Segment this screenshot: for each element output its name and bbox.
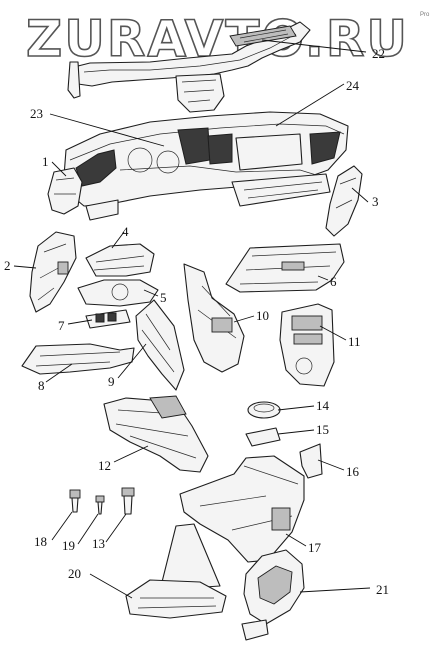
part-12-console-side	[103, 395, 209, 473]
callout-19: 19	[62, 538, 75, 553]
callout-labels: 22 24 23 1 2 3 4 5 6 7 8 9 10 11 12 14 1…	[4, 46, 389, 597]
part-20-shift-boot	[125, 523, 227, 619]
callout-13: 13	[92, 536, 105, 551]
callout-22: 22	[372, 46, 385, 61]
callout-5: 5	[160, 290, 167, 305]
part-16-bracket	[299, 443, 323, 479]
watermark-text: ZURAVTO.RU	[26, 10, 409, 68]
callout-18: 18	[34, 534, 47, 549]
corner-mark: Pro	[420, 12, 430, 18]
callout-15: 15	[316, 422, 329, 437]
part-11-radio-bezel	[279, 303, 335, 387]
callout-17: 17	[308, 540, 322, 555]
part-13-fastener	[121, 487, 135, 515]
callout-1: 1	[42, 154, 49, 169]
part-3-right-side-panel	[325, 165, 363, 237]
part-14-cup-ring	[247, 401, 281, 419]
part-17-center-console	[179, 455, 305, 563]
part-22-crossmember	[67, 21, 311, 113]
callout-16: 16	[346, 464, 360, 479]
part-7-switch-panel	[85, 309, 131, 329]
part-23-24-instrument-panel	[63, 111, 349, 207]
part-10-center-stack	[183, 263, 245, 373]
part-8-lower-trim	[21, 343, 135, 375]
callout-8: 8	[38, 378, 45, 393]
part-18-fastener	[69, 489, 81, 513]
part-4-5-column-shroud	[77, 243, 159, 307]
part-9-knee-panel	[135, 299, 185, 391]
callout-21: 21	[376, 582, 389, 597]
callout-11: 11	[348, 334, 361, 349]
part-19-fastener	[95, 495, 105, 515]
callout-23: 23	[30, 106, 43, 121]
part-6-glove-box	[225, 243, 345, 293]
part-21-shift-knob-bezel	[241, 549, 305, 641]
callout-3: 3	[372, 194, 379, 209]
callout-24: 24	[346, 78, 360, 93]
callout-leaders	[13, 39, 371, 599]
callout-20: 20	[68, 566, 81, 581]
callout-12: 12	[98, 458, 111, 473]
callout-2: 2	[4, 258, 11, 273]
part-2-left-side-panel	[29, 231, 77, 313]
part-1-left-end-bracket	[47, 167, 119, 221]
callout-7: 7	[58, 318, 65, 333]
callout-4: 4	[122, 224, 129, 239]
callout-9: 9	[108, 374, 115, 389]
part-15-clip	[245, 427, 281, 447]
callout-14: 14	[316, 398, 330, 413]
callout-6: 6	[330, 274, 337, 289]
callout-10: 10	[256, 308, 269, 323]
